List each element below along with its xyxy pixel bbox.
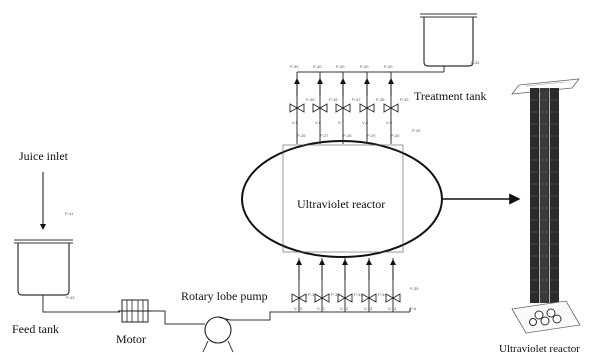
top-line-tag: P-30: [360, 64, 369, 69]
reactor-label: Ultraviolet reactor: [297, 197, 385, 211]
bottom-valve-tag: P-31: [308, 292, 317, 297]
top-valve-id: V-7: [338, 120, 345, 125]
feed-tank: [14, 239, 73, 296]
tag-p32: P-32: [471, 60, 480, 65]
treatment-tank-label: Treatment tank: [414, 89, 487, 103]
top-valve-id: V-5: [292, 120, 299, 125]
pipe-feed-to-motor: [42, 295, 120, 313]
ultraviolet-reactor: [241, 140, 443, 258]
bottom-valve-id: V-10: [294, 306, 303, 311]
bottom-valve-id: V-12: [340, 306, 349, 311]
bottom-valve-id: V-11: [317, 306, 326, 311]
bottom-valve-4: [361, 293, 377, 303]
tag-p41: P-41: [65, 211, 74, 216]
top-valve-id: V-9: [386, 120, 393, 125]
motor: [118, 299, 152, 323]
top-line-tag: P-30: [290, 64, 299, 69]
bottom-valve-tag: P-33: [354, 292, 363, 297]
top-line-tag: P-30: [313, 64, 322, 69]
top-under-tag: P-29: [367, 133, 376, 138]
treatment-tank: [420, 13, 477, 67]
top-under-tag: P-27: [320, 133, 329, 138]
top-under-tag: P-30: [391, 133, 400, 138]
motor-label: Motor: [116, 332, 146, 346]
top-line-tag: P-30: [384, 64, 393, 69]
bottom-valve-1: [291, 293, 307, 303]
juice-inlet-label: Juice inlet: [19, 149, 69, 163]
bottom-valve-3: [337, 293, 353, 303]
top-valve-5: [383, 103, 399, 113]
tag-p43: P-43: [66, 295, 75, 300]
top-valve-3: [335, 103, 351, 113]
bottom-valve-id: V-13: [364, 306, 373, 311]
bottom-valve-5: [385, 293, 401, 303]
top-valve-2: [312, 103, 328, 113]
bottom-valve-2: [314, 293, 330, 303]
ultraviolet-reactor-illustration: [511, 78, 581, 334]
top-valve-tag: P-36: [329, 97, 338, 102]
pump-label: Rotary lobe pump: [181, 289, 268, 303]
bottom-valve-tag: P-32: [331, 292, 340, 297]
bottom-valve-id: V-14: [388, 306, 397, 311]
top-under-tag: P-28: [343, 133, 352, 138]
pipe-pump-to-manifold: [230, 311, 410, 321]
bottom-valve-tag: P-34: [378, 292, 387, 297]
top-line-tag: P-30: [336, 64, 345, 69]
top-valve-tag: P-37: [352, 97, 361, 102]
top-valve-tag: P-38: [376, 97, 385, 102]
top-valve-tag: P-35: [306, 97, 315, 102]
pipe-motor-to-pump: [152, 310, 205, 325]
tag-p30: P-30: [412, 128, 421, 133]
rotary-lobe-pump: [202, 316, 234, 353]
feed-tank-label: Feed tank: [12, 322, 59, 336]
top-valve-id: V-6: [315, 120, 322, 125]
top-valve-1: [289, 103, 305, 113]
bottom-manifold: [296, 258, 396, 312]
bottom-right-tag: P-35: [410, 286, 419, 291]
top-valve-tag: P-39: [400, 97, 409, 102]
top-valve-4: [359, 103, 375, 113]
top-valve-id: V-8: [362, 120, 369, 125]
reactor-photo-label: Ultraviolet reactor: [499, 343, 580, 355]
bottom-right-tag: P-6: [410, 306, 417, 311]
top-under-tag: P-26: [297, 133, 306, 138]
